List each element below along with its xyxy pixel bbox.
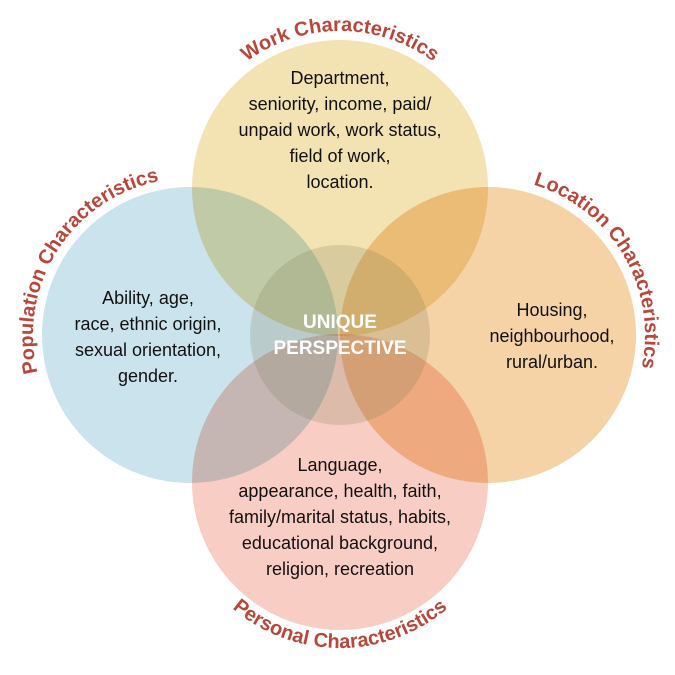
population-line: sexual orientation, — [74, 340, 222, 360]
population-line: gender. — [117, 366, 179, 386]
population-text: Ability, age, race, ethnic origin, sexua… — [74, 285, 221, 389]
personal-line: religion, recreation — [265, 559, 415, 579]
location-line: Housing, — [516, 300, 588, 320]
population-line: race, ethnic origin, — [74, 314, 222, 334]
center-circle — [250, 245, 430, 425]
work-line: field of work, — [289, 146, 391, 166]
work-line: unpaid work, work status, — [238, 120, 442, 140]
location-line: neighbourhood, — [489, 326, 615, 346]
work-text: Department, seniority, income, paid/ unp… — [238, 65, 441, 195]
population-line: Ability, age, — [102, 288, 194, 308]
center-line: PERSPECTIVE — [273, 338, 407, 359]
location-line: rural/urban. — [505, 352, 599, 372]
personal-line: educational background, — [241, 533, 439, 553]
center-line: UNIQUE — [303, 312, 377, 333]
work-line: location. — [306, 172, 374, 192]
personal-text: Language, appearance, health, faith, fam… — [229, 452, 451, 582]
personal-circle — [192, 334, 488, 630]
location-text: Housing, neighbourhood, rural/urban. — [489, 297, 614, 375]
personal-line: Language, — [297, 455, 383, 475]
personal-line: family/marital status, habits, — [228, 507, 452, 527]
work-line: Department, — [290, 68, 390, 88]
work-line: seniority, income, paid/ — [248, 94, 432, 114]
personal-line: appearance, health, faith, — [238, 481, 442, 501]
unique-perspective-label: UNIQUE PERSPECTIVE — [273, 310, 406, 362]
